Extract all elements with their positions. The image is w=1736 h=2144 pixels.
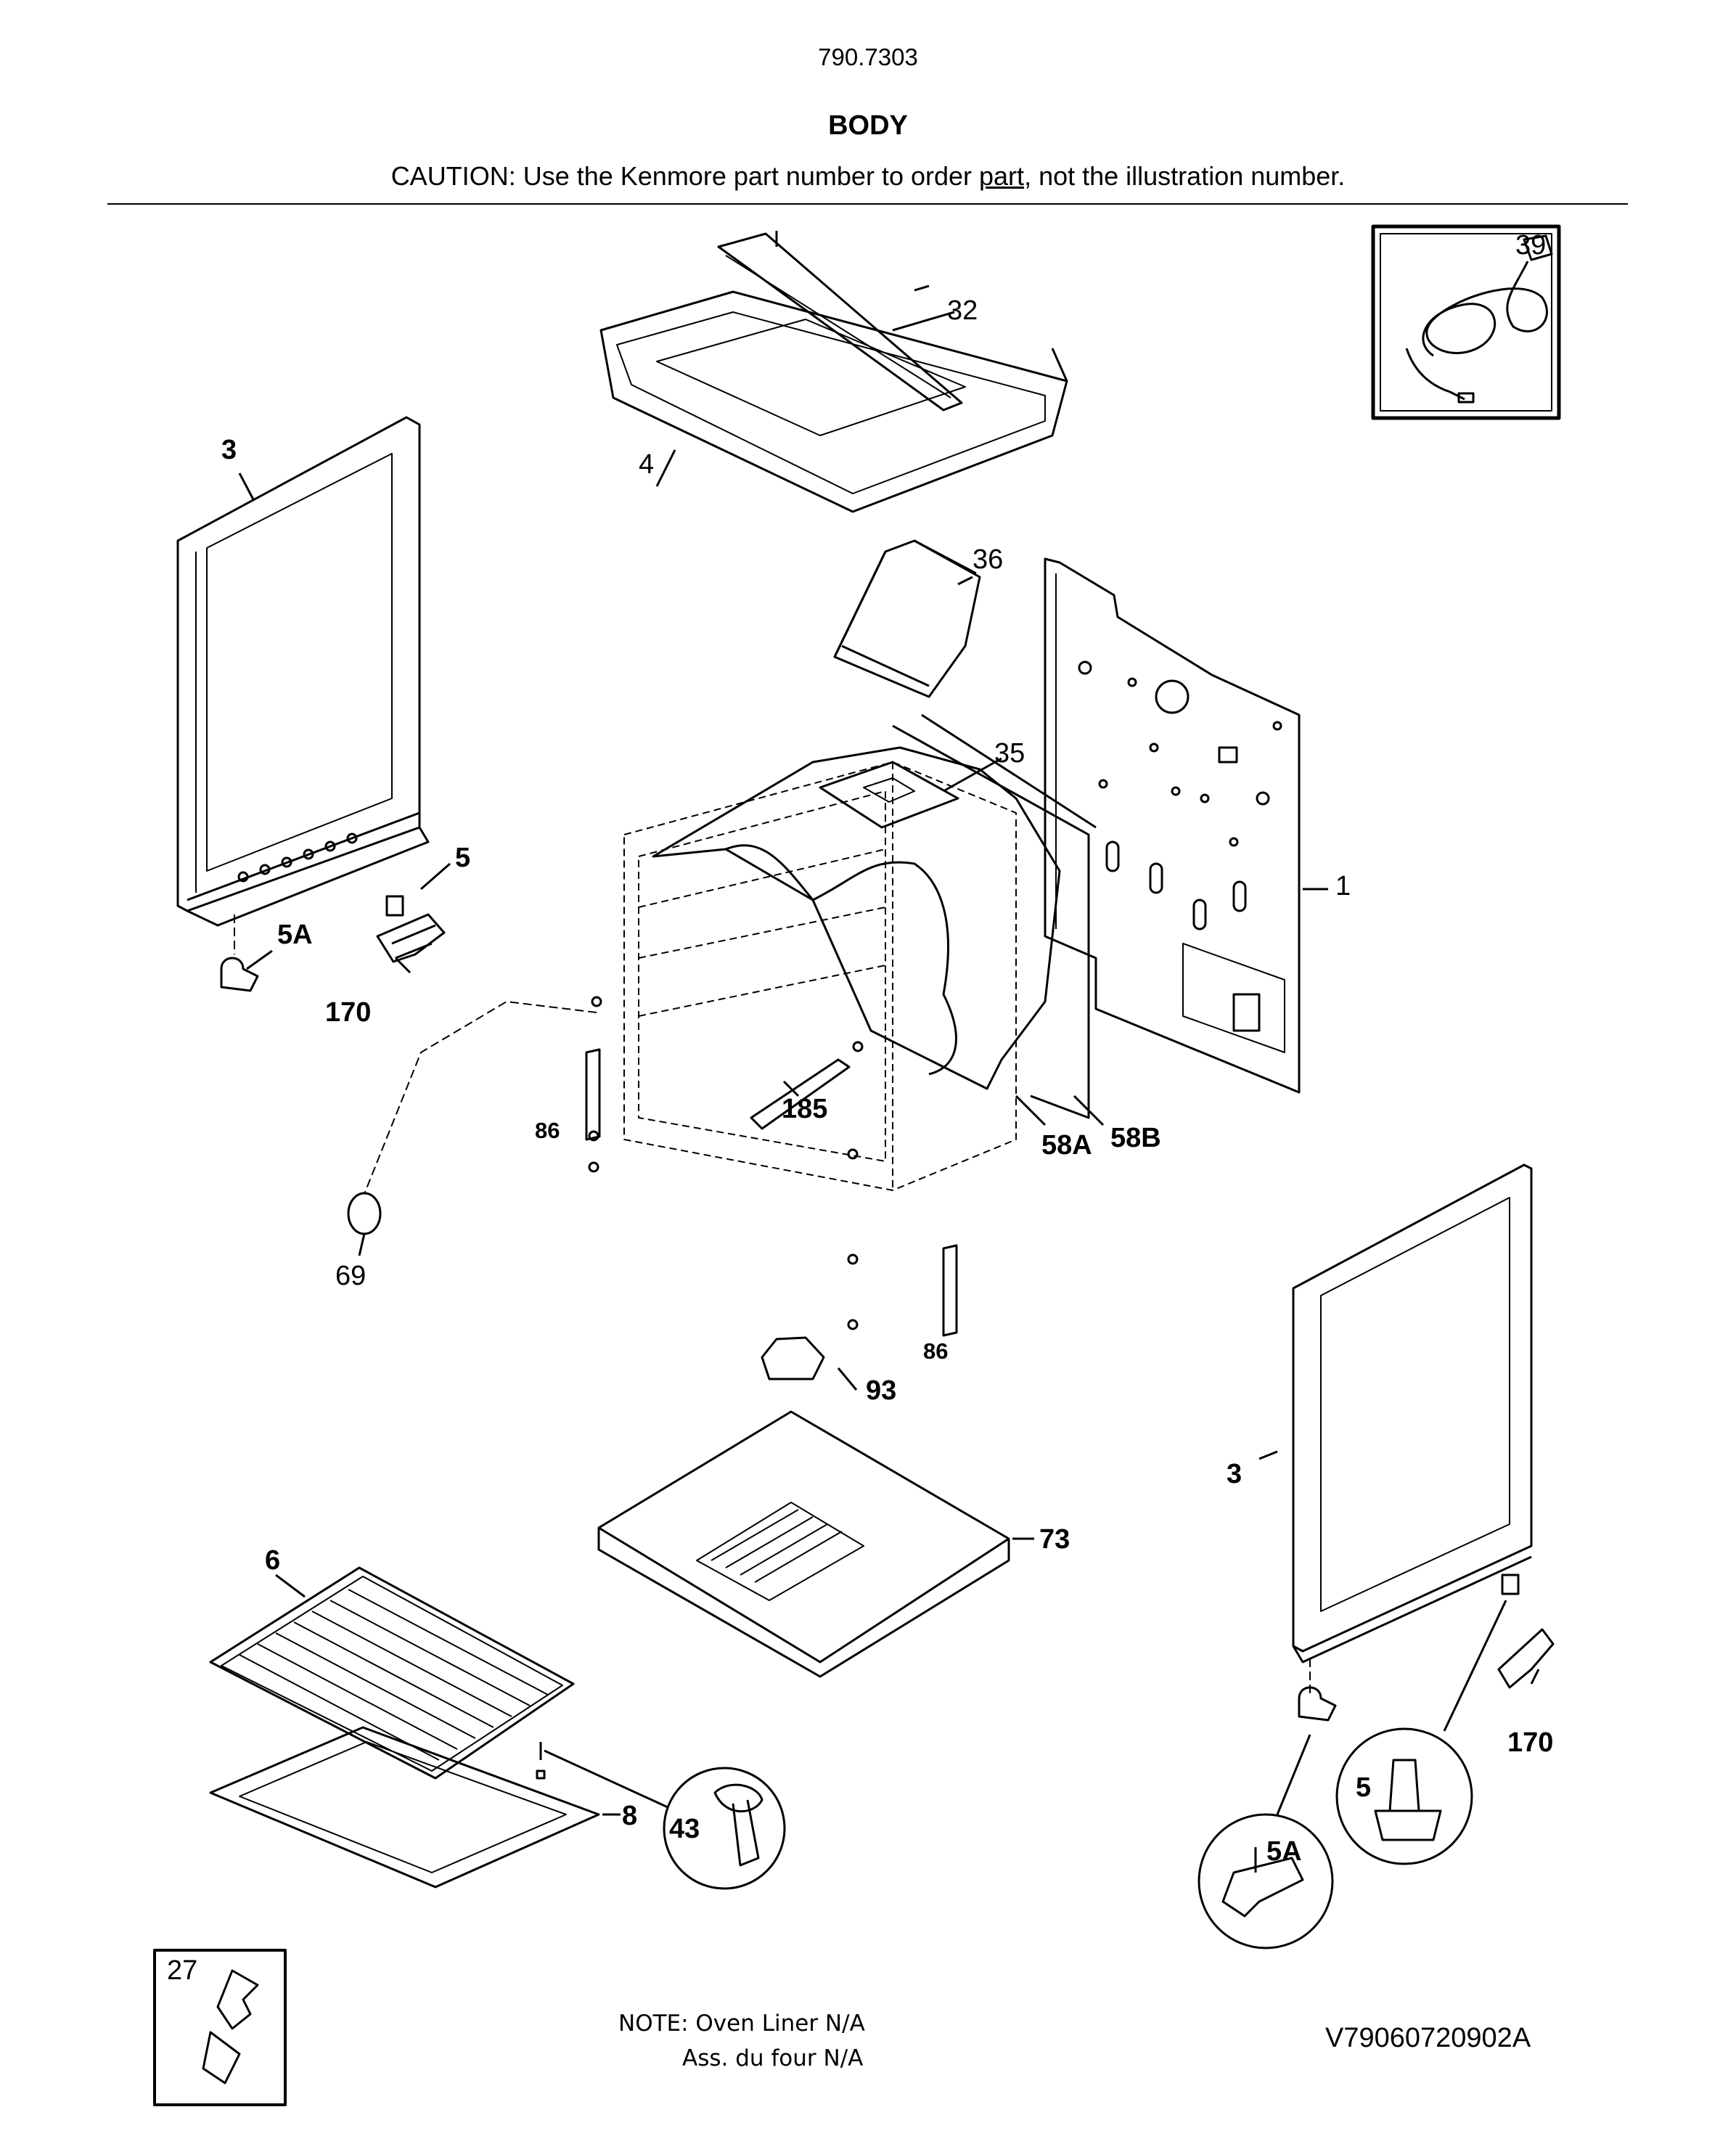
oven-insulation	[652, 713, 1097, 1119]
model-number: 790.7303	[818, 44, 918, 70]
bottom-panel	[597, 1410, 1010, 1678]
callout-35: 35	[994, 738, 1025, 769]
detail-5-leveler	[1374, 1759, 1442, 1841]
caution-part-word: part	[979, 161, 1025, 191]
detail-43-screw	[713, 1783, 763, 1867]
back-panel	[1044, 557, 1301, 1094]
callout-170-left: 170	[325, 997, 371, 1028]
page-title: BODY	[828, 110, 908, 141]
callout-5-left: 5	[455, 843, 470, 873]
callout-1: 1	[1335, 871, 1351, 901]
callout-8: 8	[622, 1801, 637, 1831]
left-side-panel	[176, 416, 430, 927]
callout-185: 185	[782, 1094, 827, 1124]
oven-rack	[209, 1566, 575, 1780]
oven-cavity	[623, 761, 1017, 1191]
mounting-plate	[819, 761, 959, 829]
detail-circle-5	[1335, 1727, 1473, 1865]
callout-32: 32	[947, 295, 978, 326]
callout-4: 4	[639, 449, 654, 480]
callout-69: 69	[335, 1261, 366, 1291]
callout-27: 27	[167, 1955, 197, 1986]
leader-lines	[234, 311, 1540, 1816]
callout-5-detail: 5	[1356, 1772, 1371, 1803]
callout-3-left: 3	[221, 435, 237, 465]
callout-6: 6	[265, 1545, 280, 1576]
callout-86-right: 86	[923, 1338, 948, 1364]
vent-strip	[750, 1058, 851, 1130]
vent-duct	[833, 539, 981, 698]
hole-plug	[347, 1192, 382, 1235]
right-leveler-parts	[1298, 1574, 1555, 1722]
note-line-2: Ass. du four N/A	[682, 2045, 864, 2071]
document-id: V79060720902A	[1325, 2023, 1531, 2053]
top-frame-assembly	[599, 231, 1068, 513]
bracket-inset	[153, 1949, 287, 2106]
note-line-1: NOTE: Oven Liner N/A	[618, 2010, 865, 2037]
callout-58a: 58A	[1041, 1130, 1092, 1161]
hinge-receiver-left	[585, 1048, 601, 1141]
caution-post: , not the illustration number.	[1024, 161, 1346, 191]
screw-43	[536, 1742, 546, 1780]
callout-73: 73	[1039, 1524, 1070, 1555]
header-divider	[107, 203, 1628, 205]
caution-text: CAUTION: Use the Kenmore part number to …	[0, 161, 1736, 192]
callout-93: 93	[866, 1375, 896, 1406]
left-leveler-parts	[220, 895, 446, 992]
screws	[588, 996, 864, 1330]
bumper	[761, 1336, 825, 1380]
detail-circle-43	[663, 1767, 786, 1890]
callout-5a-detail: 5A	[1266, 1836, 1302, 1867]
drawer-liner	[209, 1726, 600, 1889]
detail-circle-5a	[1197, 1813, 1334, 1949]
right-side-panel	[1292, 1163, 1533, 1664]
caution-pre: CAUTION: Use the Kenmore part number to …	[390, 161, 980, 191]
hinge-receiver-right	[942, 1244, 958, 1337]
callout-170-right: 170	[1507, 1727, 1553, 1758]
callout-39: 39	[1515, 230, 1546, 261]
callout-5a-left: 5A	[277, 920, 313, 950]
callout-43: 43	[669, 1814, 700, 1844]
power-cord-inset	[1371, 224, 1561, 420]
callout-58b: 58B	[1110, 1123, 1161, 1153]
detail-5a-leveler	[1221, 1847, 1304, 1918]
callout-3-right: 3	[1227, 1459, 1242, 1489]
callout-36: 36	[973, 544, 1003, 575]
callout-86-left: 86	[535, 1118, 560, 1143]
